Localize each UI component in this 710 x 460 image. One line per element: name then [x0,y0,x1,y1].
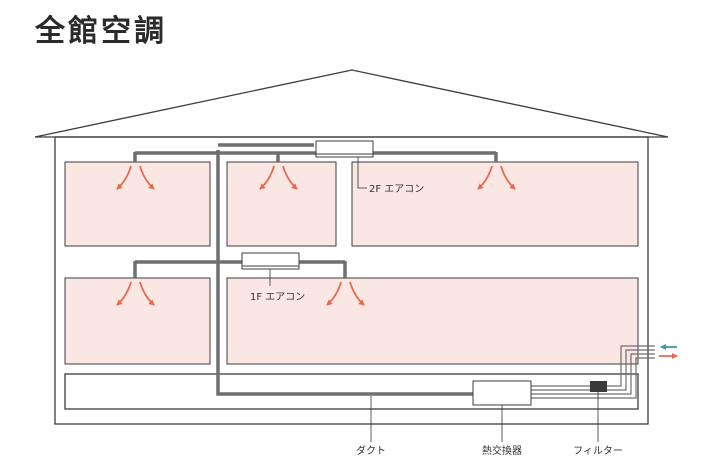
room-2f-left [64,161,211,247]
crawl-space [64,373,639,410]
duct-1f [133,260,347,278]
airflow-arrow [326,281,342,306]
filter-unit [590,381,607,392]
airflow-arrow [259,165,275,190]
label-duct: ダクト [356,444,386,457]
page-title: 全館空調 [35,14,167,49]
airflow-arrow [500,165,516,190]
house-outline [34,69,669,425]
room-2f-right [351,161,639,247]
ventilation-pipes [531,345,655,399]
duct [216,143,473,396]
label-2f-air-conditioner: 2F エアコン [369,184,424,195]
airflow-arrow [477,165,493,190]
room-1f-right [226,277,639,365]
airflow-arrow [116,281,132,306]
heat-exchanger-unit [472,380,532,406]
airflow-arrows [116,165,516,306]
label-heat-exchanger: 熱交換器 [482,444,522,457]
label-filter: フィルター [573,445,623,457]
house-walls [54,136,649,425]
room-2f-middle [226,161,337,247]
roof [34,69,669,138]
leader-lines [269,157,599,442]
airflow-arrow [349,281,365,306]
airflow-arrow [116,165,132,190]
airflow-arrow [139,165,155,190]
air-conditioner-1f [241,252,300,270]
room-1f-left [64,277,211,365]
label-1f-air-conditioner: 1F エアコン [250,292,305,303]
air-units [241,140,374,270]
rooms [64,161,639,365]
airflow-arrow [282,165,298,190]
airflow-arrow [139,281,155,306]
air-conditioner-2f [315,140,374,158]
